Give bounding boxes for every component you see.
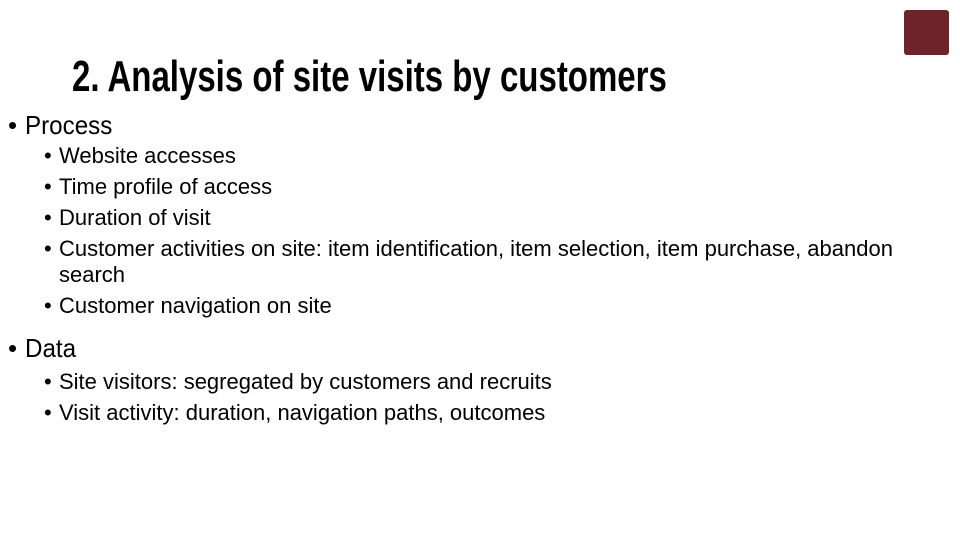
- section-label: Data: [25, 333, 77, 363]
- bullet-icon: •: [44, 205, 52, 230]
- bullet-icon: •: [44, 369, 52, 394]
- list-item: • Customer activities on site: item iden…: [0, 236, 940, 288]
- list-item: • Duration of visit: [0, 205, 940, 231]
- bullet-icon: •: [8, 110, 18, 140]
- list-item-text: Duration of visit: [59, 205, 211, 230]
- bullet-icon: •: [44, 400, 52, 425]
- section-heading-process: • Process: [0, 110, 960, 140]
- bullet-icon: •: [44, 293, 52, 318]
- corner-decoration-square: [904, 10, 949, 55]
- bullet-icon: •: [44, 174, 52, 199]
- bullet-icon: •: [44, 143, 52, 168]
- section-label: Process: [25, 110, 113, 140]
- bullet-icon: •: [8, 333, 18, 363]
- list-item-text: Time profile of access: [59, 174, 273, 199]
- list-item-text: Customer activities on site: item identi…: [59, 236, 893, 287]
- list-item-text: Website accesses: [59, 143, 236, 168]
- bullet-icon: •: [44, 236, 52, 261]
- list-item-text: Customer navigation on site: [59, 293, 332, 318]
- slide-title: 2. Analysis of site visits by customers: [72, 52, 667, 101]
- list-item: • Visit activity: duration, navigation p…: [0, 400, 940, 426]
- list-item: • Website accesses: [0, 143, 940, 169]
- section-heading-data: • Data: [0, 333, 960, 363]
- list-item: • Site visitors: segregated by customers…: [0, 369, 940, 395]
- list-item-text: Site visitors: segregated by customers a…: [59, 369, 552, 394]
- list-item: • Time profile of access: [0, 174, 940, 200]
- slide-body: • Process • Website accesses • Time prof…: [0, 110, 960, 431]
- list-item: • Customer navigation on site: [0, 293, 940, 319]
- list-item-text: Visit activity: duration, navigation pat…: [59, 400, 546, 425]
